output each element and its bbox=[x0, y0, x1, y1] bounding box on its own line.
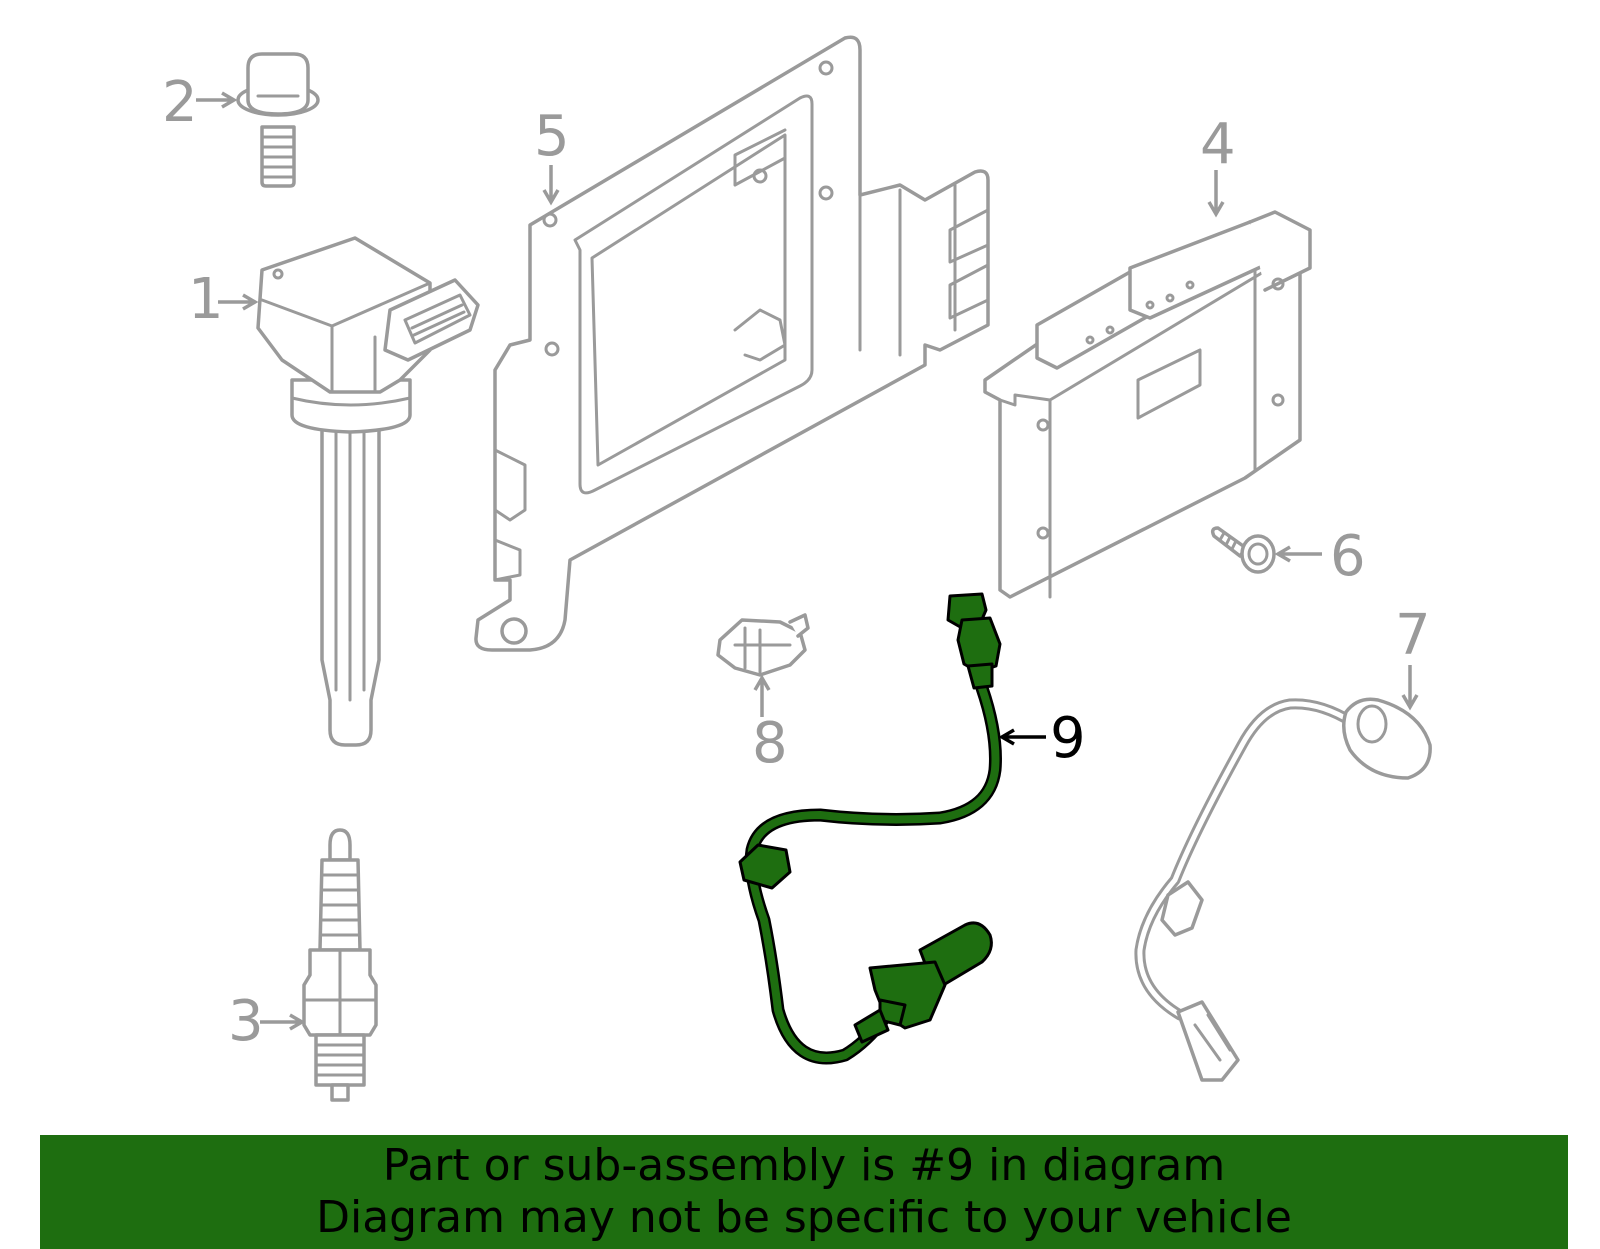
part-7-knock-sensor[interactable] bbox=[1134, 697, 1432, 1082]
leader-4 bbox=[1207, 170, 1225, 218]
leader-1 bbox=[218, 293, 259, 311]
part-8-connector[interactable] bbox=[716, 613, 810, 677]
part-9-crankshaft-sensor[interactable] bbox=[738, 592, 1002, 1065]
info-banner: Part or sub-assembly is #9 in diagram Di… bbox=[40, 1135, 1568, 1249]
leader-7 bbox=[1401, 665, 1419, 711]
callout-9: 9 bbox=[1050, 706, 1086, 771]
callout-7: 7 bbox=[1395, 603, 1431, 668]
callout-2: 2 bbox=[162, 70, 198, 135]
leader-3 bbox=[260, 1013, 306, 1031]
callout-6: 6 bbox=[1330, 524, 1366, 589]
leader-6 bbox=[1274, 545, 1322, 563]
part-6-bolt[interactable] bbox=[1210, 526, 1276, 574]
callout-3: 3 bbox=[228, 989, 264, 1054]
part-4-ecu-module[interactable] bbox=[983, 210, 1312, 599]
callout-8: 8 bbox=[752, 711, 788, 776]
callout-1: 1 bbox=[188, 267, 224, 332]
callout-4: 4 bbox=[1200, 112, 1236, 177]
part-3-spark-plug[interactable] bbox=[302, 828, 378, 1102]
leader-8 bbox=[753, 674, 771, 717]
leader-9 bbox=[998, 728, 1046, 746]
part-1-ignition-coil[interactable] bbox=[256, 236, 480, 747]
callout-5: 5 bbox=[534, 104, 570, 169]
leader-2 bbox=[196, 91, 238, 109]
part-2-bolt[interactable] bbox=[236, 52, 320, 188]
banner-line-1: Part or sub-assembly is #9 in diagram bbox=[382, 1140, 1226, 1191]
leader-5 bbox=[542, 165, 560, 206]
banner-line-2: Diagram may not be specific to your vehi… bbox=[316, 1192, 1292, 1243]
part-5-ecu-bracket[interactable] bbox=[474, 35, 990, 652]
